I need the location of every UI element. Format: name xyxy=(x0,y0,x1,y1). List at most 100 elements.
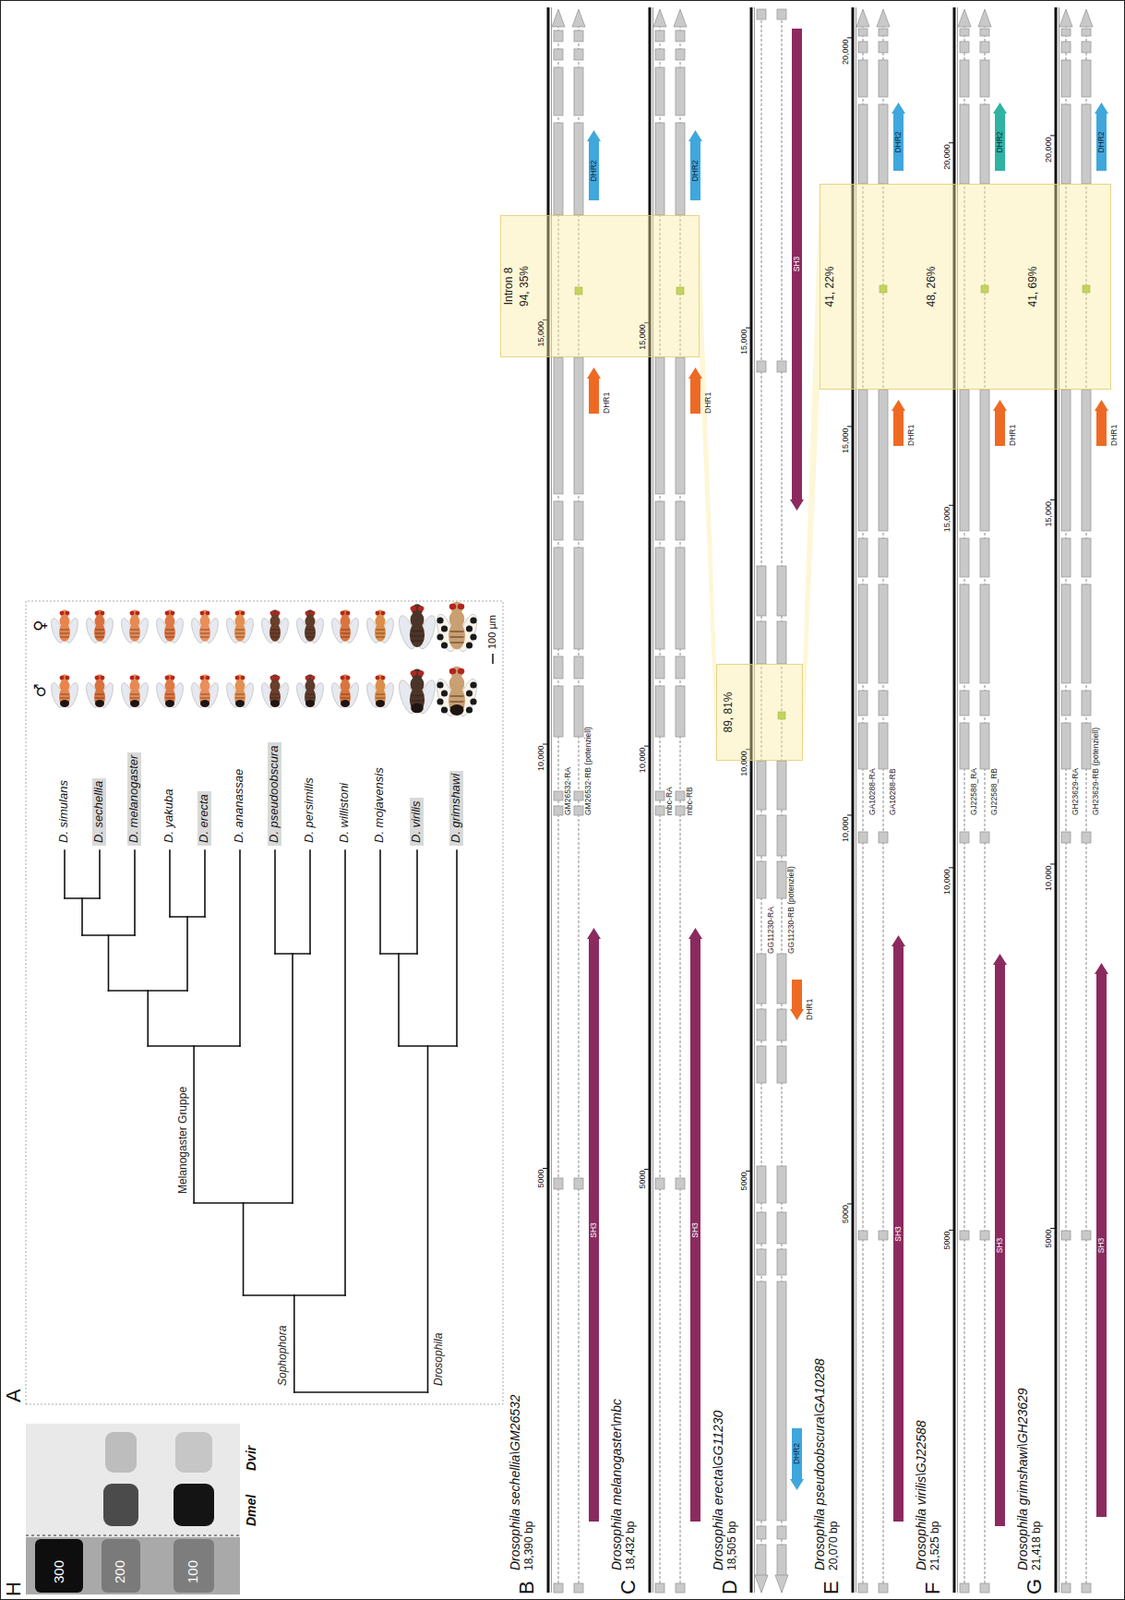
exon-box xyxy=(655,805,665,815)
fly-eye xyxy=(100,610,106,615)
fly-head xyxy=(236,610,245,619)
exon-box xyxy=(756,1211,766,1244)
fly-eye xyxy=(340,675,346,680)
exon-box xyxy=(675,48,685,60)
band-connector xyxy=(699,215,717,761)
domain-arrow-polygon xyxy=(891,934,906,1521)
fly-photo xyxy=(395,603,439,650)
fly-eye xyxy=(135,675,141,680)
ladder-size: 100 xyxy=(184,1559,201,1583)
exon-box xyxy=(1081,104,1091,184)
exon-box xyxy=(655,1582,665,1592)
conserved-intron-band: Intron 894, 35% xyxy=(500,215,700,358)
axis-tick-label: 5000 xyxy=(637,1170,647,1189)
fly-eye xyxy=(275,675,281,680)
exon-box xyxy=(756,953,766,1004)
exon-box xyxy=(675,122,685,216)
fly-eye xyxy=(270,610,276,615)
domain-label: DHR1 xyxy=(804,998,815,1020)
exon-box xyxy=(1081,831,1091,843)
identity-percent: 41, 22% xyxy=(823,183,837,390)
tree-branch xyxy=(98,849,101,898)
tree-branch xyxy=(107,934,110,991)
exon-box xyxy=(980,831,990,843)
transcript-label: GJ22588_RB xyxy=(990,767,1000,815)
transcript-label: mbc-RA xyxy=(665,786,675,815)
domain-arrow-shape xyxy=(993,399,1007,446)
exon-box xyxy=(858,41,868,53)
fly-stripe xyxy=(305,635,315,637)
fly-stripe xyxy=(340,628,350,630)
band-connector xyxy=(802,183,820,761)
fly-eye xyxy=(240,610,246,615)
tree-branch xyxy=(344,849,347,1295)
gene-title: Drosophila erecta\GG11230 xyxy=(710,1410,726,1570)
wing-spot xyxy=(466,689,473,696)
fly-stripe xyxy=(270,632,280,634)
exon-box xyxy=(777,1045,787,1083)
axis-tick-label: 10,000 xyxy=(1043,864,1054,891)
fly-photo xyxy=(294,610,326,645)
fly-eye xyxy=(346,610,351,615)
gene-title: Drosophila sechellia\GM26532 xyxy=(507,1393,523,1570)
exon-box xyxy=(655,547,665,649)
species-name: D. yakuba xyxy=(162,788,177,843)
axis-tick-label: 10,000 xyxy=(942,868,952,895)
ladder-lane xyxy=(25,1536,240,1594)
fly-stripe xyxy=(410,639,424,642)
domain-label: DHR1 xyxy=(703,392,714,414)
species-name: D. melanogaster xyxy=(127,752,142,846)
exon-box xyxy=(655,48,665,60)
domain-arrow: DHR1 xyxy=(993,399,1007,446)
exon-box xyxy=(878,722,888,769)
tree-branch xyxy=(293,1294,296,1392)
fly-stripe xyxy=(340,632,350,634)
wing-spot xyxy=(469,681,477,688)
transcript-label: GA10288-RB xyxy=(888,767,898,815)
exon-box xyxy=(777,760,787,810)
axis-tick-label: 5000 xyxy=(739,1171,749,1190)
axis-tick xyxy=(644,1168,649,1170)
fly-eye xyxy=(95,675,100,680)
gene-end-arrow xyxy=(551,9,565,27)
exon-box xyxy=(959,584,970,683)
fly-stripe xyxy=(410,699,424,702)
fly-stripe xyxy=(95,632,105,634)
fly-stripe xyxy=(165,635,175,637)
domain-arrow-polygon xyxy=(1094,102,1109,171)
exon-box xyxy=(574,48,584,60)
fly-abdomen-tip xyxy=(95,699,105,707)
fly-photo xyxy=(294,674,326,709)
domain-arrow-polygon xyxy=(891,399,906,446)
fly-eye xyxy=(375,675,381,680)
domain-arrow-shape xyxy=(1094,399,1109,446)
gene-title: Drosophila melanogaster\mbc xyxy=(609,1398,624,1570)
exon-box xyxy=(1081,690,1091,716)
identity-percent: 89, 81% xyxy=(721,663,735,761)
fly-stripe xyxy=(200,693,210,695)
gene-title: Drosophila pseudoobscura\GA10288 xyxy=(812,1357,827,1570)
lane-label: Dvir xyxy=(243,1445,259,1471)
exon-box xyxy=(1081,389,1091,531)
gel-band xyxy=(175,1431,213,1473)
axis-tick-label: 10,000 xyxy=(739,750,749,777)
fly-stripe xyxy=(95,628,105,630)
tree-branch xyxy=(192,1045,195,1203)
panel-letter: G xyxy=(1022,1578,1046,1594)
fly-eye xyxy=(235,610,240,615)
tree-branch xyxy=(81,897,84,935)
domain-arrow-polygon xyxy=(993,953,1007,1526)
exon-box xyxy=(878,104,888,184)
exon-box xyxy=(858,584,868,683)
fly-stripe xyxy=(95,696,105,698)
exon-box xyxy=(777,861,787,898)
exon-box xyxy=(777,814,787,856)
exon-box xyxy=(980,389,990,531)
exon-box xyxy=(777,1211,787,1244)
exon-box xyxy=(553,790,563,801)
axis-tick xyxy=(1050,862,1055,864)
tree-branch xyxy=(379,849,382,954)
species-name: D. pseudoobscura xyxy=(267,742,282,846)
transcript-label: GH23629-RA xyxy=(1071,767,1081,815)
fly-stripe xyxy=(270,693,280,695)
